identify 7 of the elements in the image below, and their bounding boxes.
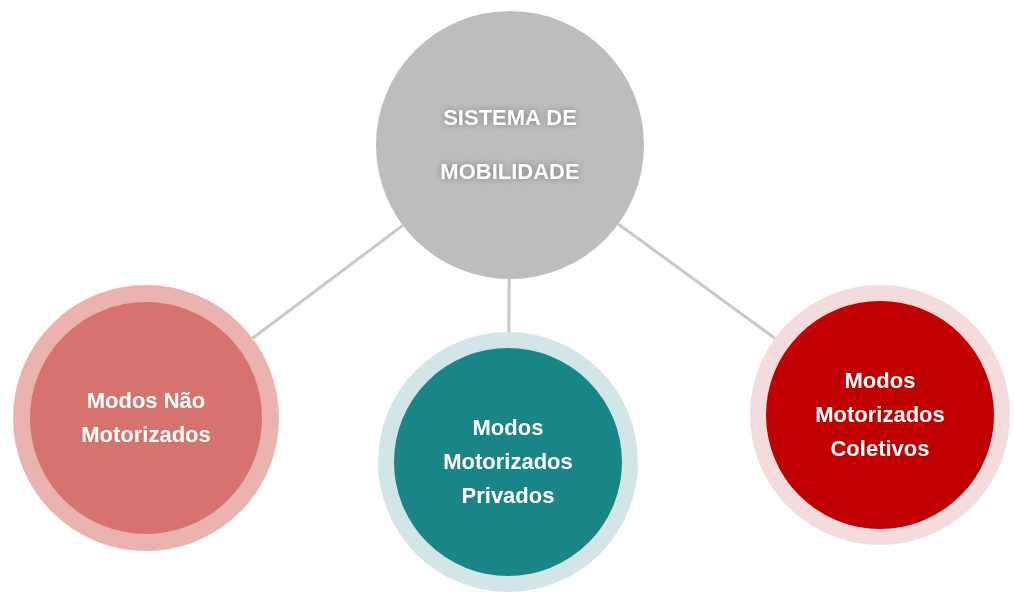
connector-line [507,279,511,332]
node-label: Modos Motorizados Privados [442,414,574,510]
node-label: Modos Motorizados Coletivos [814,367,946,463]
connector-line [251,224,404,340]
node-label: SISTEMA DE MOBILIDADE [439,104,581,186]
connector-line [617,222,776,340]
node-label: Modos Não Motorizados [80,387,212,449]
